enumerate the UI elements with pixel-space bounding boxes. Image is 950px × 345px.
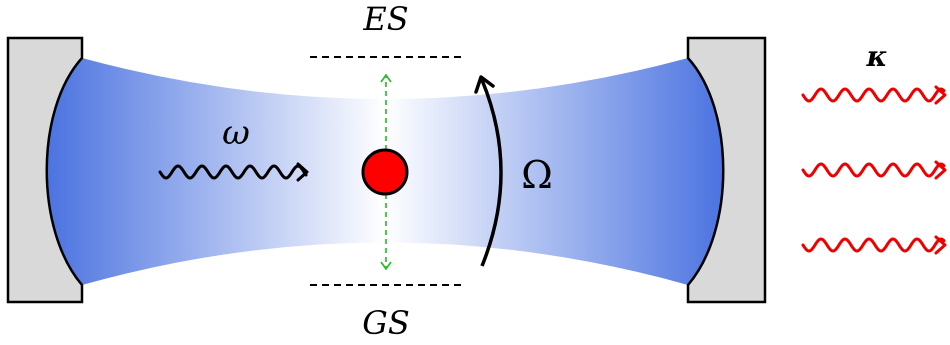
ground-state-label: GS: [362, 304, 409, 342]
atom: [361, 148, 409, 196]
excited-state-label: ES: [362, 0, 408, 38]
left-mirror: [6, 36, 84, 304]
right-mirror: [686, 36, 767, 304]
output-photon-2: [801, 160, 947, 180]
input-photon-arrow: [158, 162, 309, 182]
rabi-drive-arrow: [474, 75, 503, 267]
transition-arrow: [380, 73, 392, 271]
decay-rate-label: κ: [866, 40, 888, 73]
drive-frequency-label: ω: [222, 113, 250, 153]
output-photon-1: [801, 85, 947, 105]
rabi-frequency-label: Ω: [521, 153, 553, 197]
output-photon-3: [801, 235, 947, 255]
